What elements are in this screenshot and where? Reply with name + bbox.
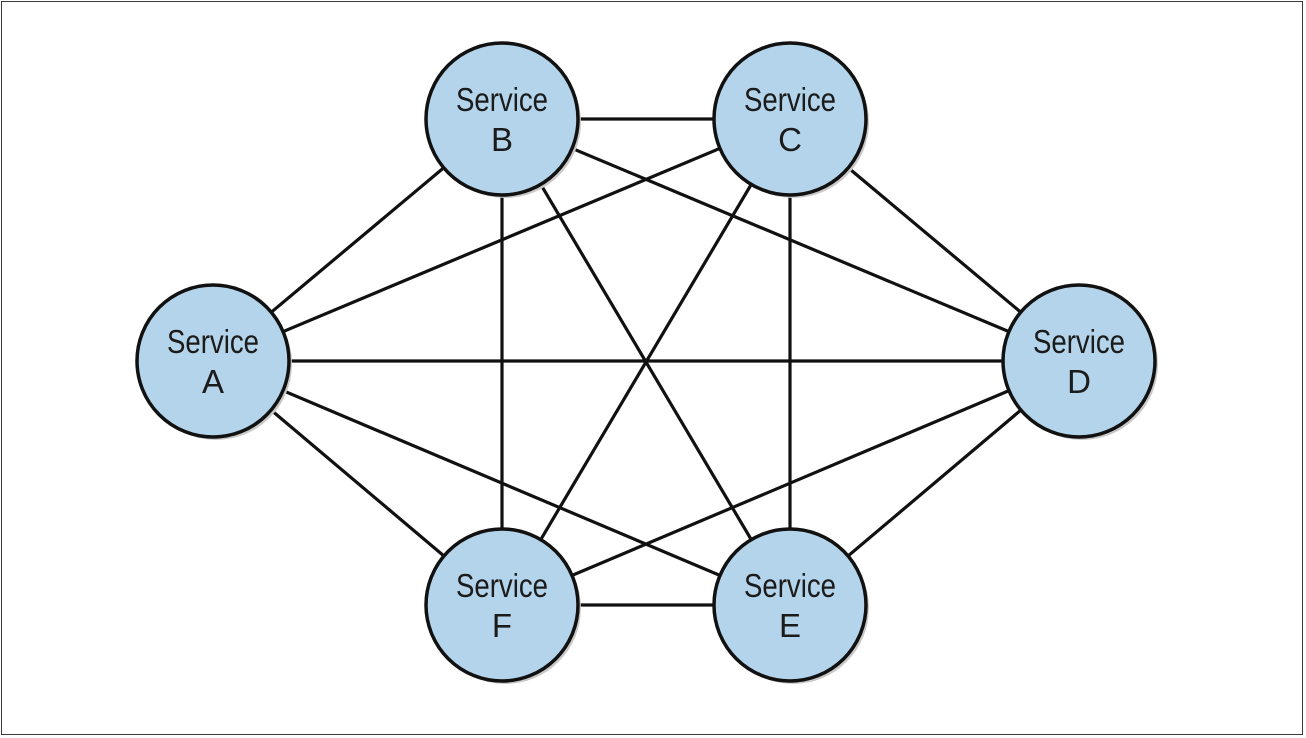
node-circle <box>712 41 868 197</box>
node-label-line1: Service <box>1033 323 1125 360</box>
edge-c-f <box>500 117 792 607</box>
node-circle <box>424 41 580 197</box>
edges-layer <box>211 117 1081 607</box>
node-label-line1: Service <box>744 567 836 604</box>
node-label-line2: F <box>492 607 512 644</box>
node-label-line2: C <box>778 121 802 158</box>
node-label-line2: B <box>491 121 513 158</box>
node-label-line1: Service <box>456 567 548 604</box>
node-label-line1: Service <box>744 81 836 118</box>
node-circle <box>712 527 868 683</box>
nodes-layer: ServiceAServiceBServiceCServiceDServiceE… <box>135 41 1158 684</box>
node-circle <box>135 283 291 439</box>
node-label-line1: Service <box>167 323 259 360</box>
node-label-line2: A <box>202 363 224 400</box>
node-circle <box>424 527 580 683</box>
edge-d-f <box>500 359 1081 607</box>
node-label-line1: Service <box>456 81 548 118</box>
node-label-line2: E <box>779 607 801 644</box>
node-label-line2: D <box>1067 363 1091 400</box>
node-circle <box>1001 283 1157 439</box>
